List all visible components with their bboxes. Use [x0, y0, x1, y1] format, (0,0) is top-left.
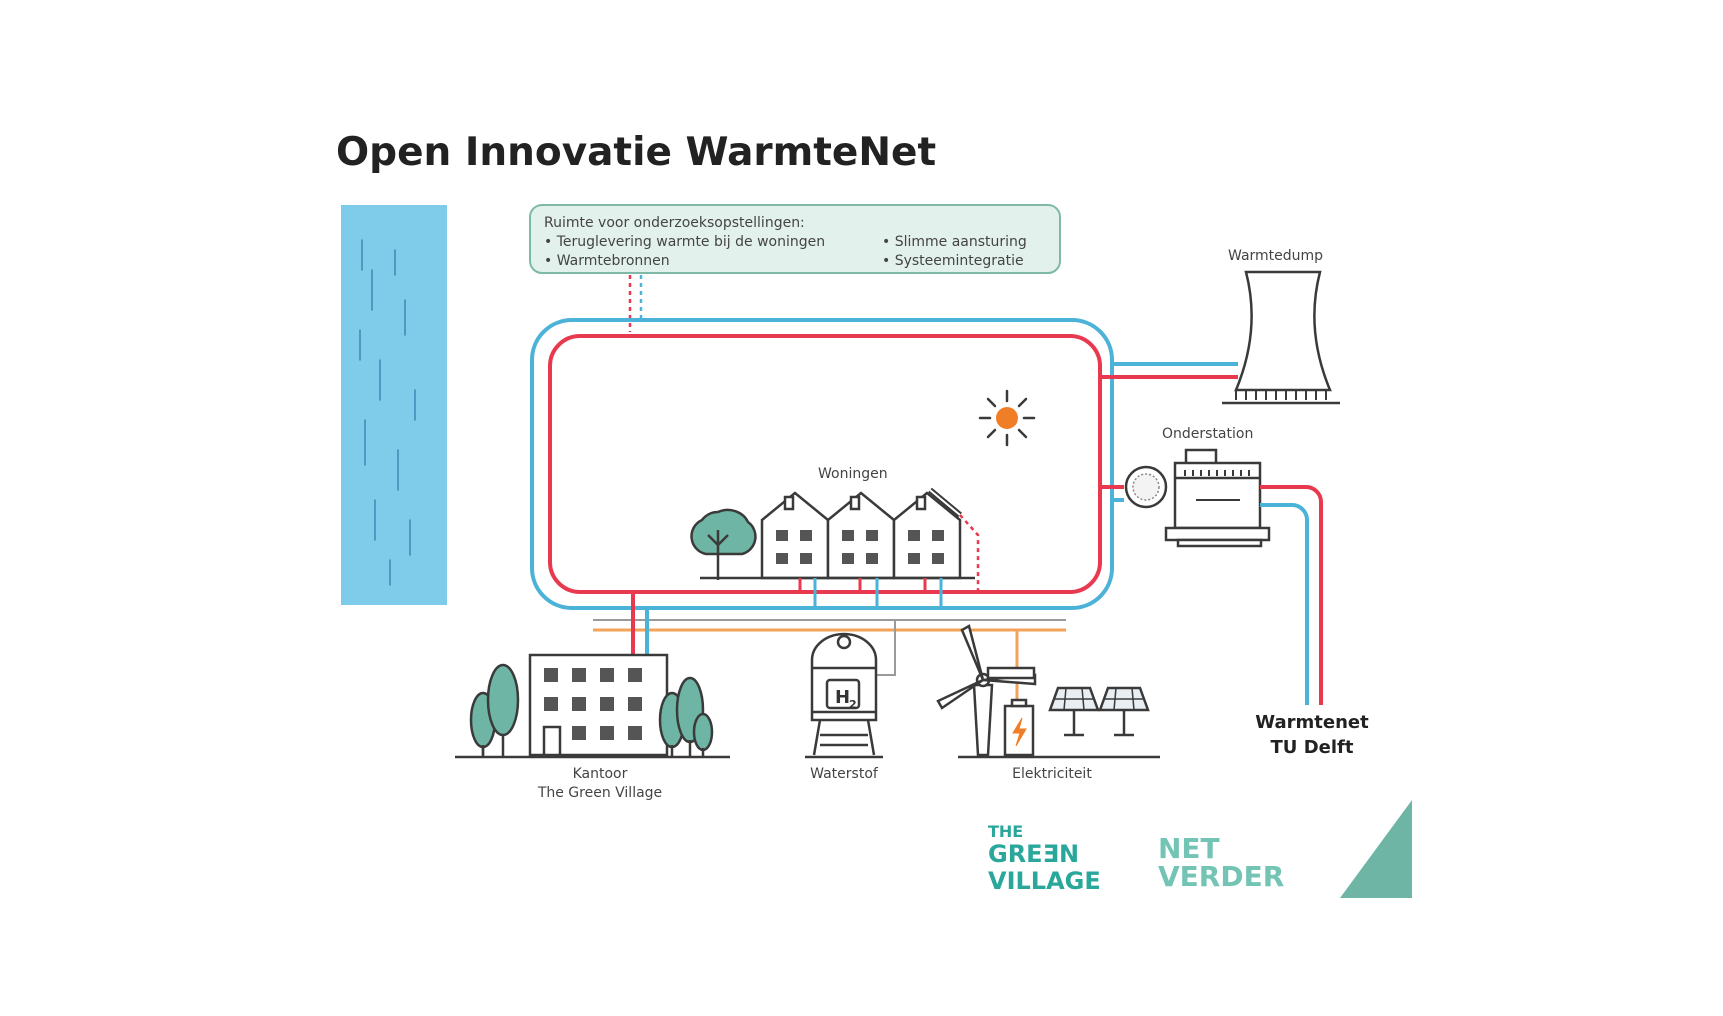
triangle-logo	[1340, 800, 1412, 898]
page-title: Open Innovatie WarmteNet	[336, 130, 936, 175]
onderstation-label: Onderstation	[1162, 426, 1253, 442]
elektriciteit-label: Elektriciteit	[1012, 766, 1092, 782]
warmtedump-pipes	[1100, 362, 1238, 379]
svg-text:VERDER: VERDER	[1158, 860, 1284, 893]
research-bullet-4: • Systeemintegratie	[882, 253, 1024, 269]
houses-icon	[760, 487, 962, 580]
kantoor-label-2: The Green Village	[537, 785, 662, 801]
distribution-lines	[593, 592, 1066, 705]
office-trees-icon	[469, 663, 714, 757]
cold-pipe-loop	[530, 318, 1114, 610]
heat-loop	[530, 318, 1114, 610]
research-bullet-1: • Teruglevering warmte bij de woningen	[544, 234, 825, 250]
h2-subscript: 2	[849, 698, 857, 711]
research-connectors	[628, 275, 643, 332]
tu-delft-label-2: TU Delft	[1271, 737, 1354, 758]
netverder-logo: NET VERDER	[1158, 832, 1284, 893]
pipe-to-onderstation	[1100, 485, 1124, 502]
research-box: Ruimte voor onderzoeksopstellingen: • Te…	[529, 204, 1061, 274]
substation-icon	[1164, 448, 1271, 548]
solar-panel-icon	[1048, 686, 1150, 737]
warmtedump-label: Warmtedump	[1228, 248, 1323, 264]
research-bullet-2: • Warmtebronnen	[544, 253, 670, 269]
svg-text:THE: THE	[988, 822, 1023, 841]
office-building-icon	[528, 653, 669, 757]
tree-icon	[690, 508, 757, 580]
kantoor-label-1: Kantoor	[573, 766, 628, 782]
water-body	[341, 205, 447, 605]
waterstof-label: Waterstof	[810, 766, 879, 782]
woningen-label: Woningen	[818, 466, 888, 482]
green-village-logo: THE GREƎN VILLAGE	[988, 822, 1101, 895]
h2-symbol: H	[835, 687, 850, 708]
sun-icon	[978, 389, 1036, 447]
tu-delft-label-1: Warmtenet	[1255, 712, 1369, 733]
hot-pipe-loop	[548, 334, 1102, 594]
house-connections	[798, 578, 943, 608]
tu-delft-pipes	[1260, 485, 1323, 705]
battery-icon	[1003, 698, 1035, 757]
research-bullet-3: • Slimme aansturing	[882, 234, 1027, 250]
pump-icon	[1124, 465, 1168, 509]
wind-turbine-icon	[936, 624, 1037, 757]
svg-text:GREƎN: GREƎN	[988, 840, 1079, 868]
solar-connector	[959, 514, 980, 590]
cooling-tower-icon	[1222, 270, 1340, 405]
svg-text:NET: NET	[1158, 832, 1220, 865]
hydrogen-tank-icon	[805, 632, 883, 759]
svg-text:VILLAGE: VILLAGE	[988, 867, 1101, 895]
research-heading: Ruimte voor onderzoeksopstellingen:	[544, 215, 805, 231]
